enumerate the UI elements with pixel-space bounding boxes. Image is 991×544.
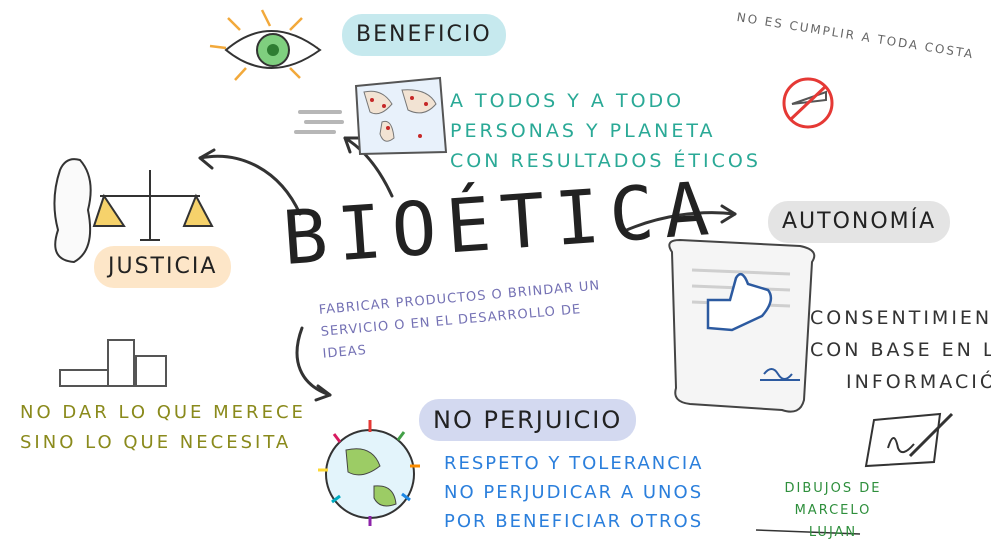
no-perjuicio-line: RESPETO Y TOLERANCIA [444,453,704,474]
consent-document-icon [668,238,816,413]
credit-line: DIBUJOS DE [784,481,882,496]
beneficio-line: A TODOS Y A TODO [450,90,685,112]
arrow-to-justicia [198,154,302,216]
arrow-to-beneficio [343,136,394,198]
signature-pad-icon [864,412,954,468]
arrow-to-autonomia [620,211,737,234]
autonomia-label: AUTONOMÍA [768,201,951,243]
autonomia-line: CONSENTIMIENTO [810,307,991,329]
justicia-line: NO DAR LO QUE MERECE [20,402,306,423]
speed-lines [294,110,344,134]
no-perjuicio-text: RESPETO Y TOLERANCIA NO PERJUDICAR A UNO… [444,449,703,536]
justicia-label: JUSTICIA [94,246,232,288]
eye-sun-icon [209,9,322,81]
credit: DIBUJOS DE MARCELO LUJAN [768,478,898,544]
steps-icon [59,339,167,387]
no-perjuicio-label: NO PERJUICIO [419,399,637,441]
no-symbol-icon [782,77,834,129]
no-perjuicio-line: NO PERJUDICAR A UNOS [444,482,704,503]
globe-people-icon [318,420,420,526]
credit-line: MARCELO LUJAN [794,503,872,540]
beneficio-line: CON RESULTADOS ÉTICOS [450,150,761,172]
world-map-icon [354,76,448,156]
autonomia-line: CON BASE EN LA [810,339,991,361]
arrow-to-no-perjuicio [295,326,332,397]
scales-of-justice-icon [53,158,214,264]
beneficio-text: A TODOS Y A TODO PERSONAS Y PLANETA CON … [450,86,761,176]
beneficio-line: PERSONAS Y PLANETA [450,120,716,142]
no-perjuicio-line: POR BENEFICIAR OTROS [444,511,704,532]
autonomia-text: CONSENTIMIENTO CON BASE EN LA INFORMACIÓ… [810,302,991,398]
justicia-text: NO DAR LO QUE MERECE SINO LO QUE NECESIT… [20,398,306,458]
justicia-line: SINO LO QUE NECESITA [20,432,292,453]
beneficio-label: BENEFICIO [342,14,506,56]
